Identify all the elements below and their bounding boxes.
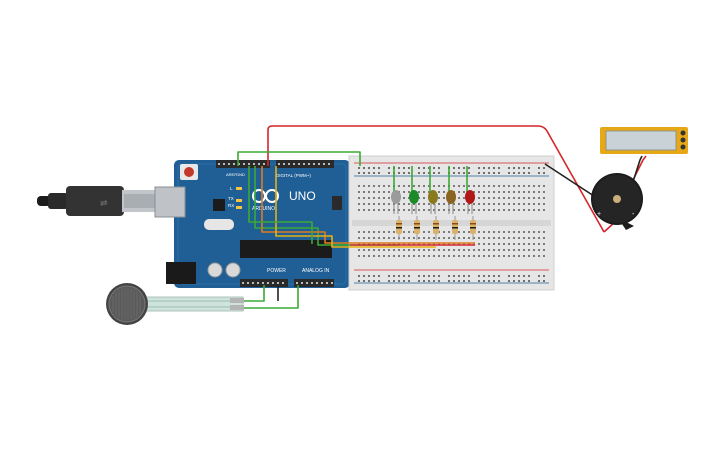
led-5 xyxy=(465,190,475,214)
wire-yellow-signal xyxy=(275,166,436,248)
buzzer-plus-label: + xyxy=(597,211,601,218)
wire-green-signal-2 xyxy=(248,166,313,244)
breadboard-holes xyxy=(358,167,545,282)
wire-orange-signal xyxy=(261,166,475,244)
rx-label: RX xyxy=(228,203,234,208)
led-4 xyxy=(446,190,456,214)
resistor-1 xyxy=(396,216,402,240)
wire-green-signal-1 xyxy=(254,166,399,246)
aref-label: AREF xyxy=(226,172,237,177)
wire-red-top xyxy=(267,125,605,233)
wire-green-sensor-b xyxy=(244,285,299,309)
piezo-buzzer[interactable]: + - xyxy=(591,173,643,230)
power-header-label: POWER xyxy=(267,268,286,274)
breadboard[interactable] xyxy=(348,155,555,291)
led-3 xyxy=(428,190,438,214)
l-label: L xyxy=(230,186,233,191)
board-model-label: UNO xyxy=(289,189,316,203)
resistors xyxy=(396,216,476,240)
wires xyxy=(237,125,647,309)
wire-green-sensor-a xyxy=(244,285,265,302)
wire-black-lcd xyxy=(631,155,643,186)
force-sensor[interactable] xyxy=(106,283,244,325)
leds xyxy=(391,190,475,214)
gnd-label: GND xyxy=(236,172,245,177)
usb-icon: ⇌ xyxy=(100,198,108,208)
buzzer-minus-label: - xyxy=(632,211,635,218)
usb-cable[interactable]: ⇌ xyxy=(37,186,157,216)
board-brand-label: ARDUINO xyxy=(252,206,275,212)
resistor-2 xyxy=(414,216,420,240)
resistor-3 xyxy=(433,216,439,240)
tx-label: TX xyxy=(228,196,234,201)
reset-button[interactable] xyxy=(184,167,194,177)
wire-black-buzzer xyxy=(544,163,601,201)
arduino-board[interactable]: UNO ARDUINO DIGITAL (PWM~) POWER ANALOG … xyxy=(154,160,350,288)
digital-header-label: DIGITAL (PWM~) xyxy=(276,173,311,178)
led-2 xyxy=(409,190,419,214)
led-1 xyxy=(391,190,401,214)
lcd-module[interactable] xyxy=(600,127,688,154)
resistor-5 xyxy=(470,216,476,240)
analog-header-label: ANALOG IN xyxy=(302,268,330,274)
wire-green-top xyxy=(237,151,361,166)
resistor-4 xyxy=(452,216,458,240)
